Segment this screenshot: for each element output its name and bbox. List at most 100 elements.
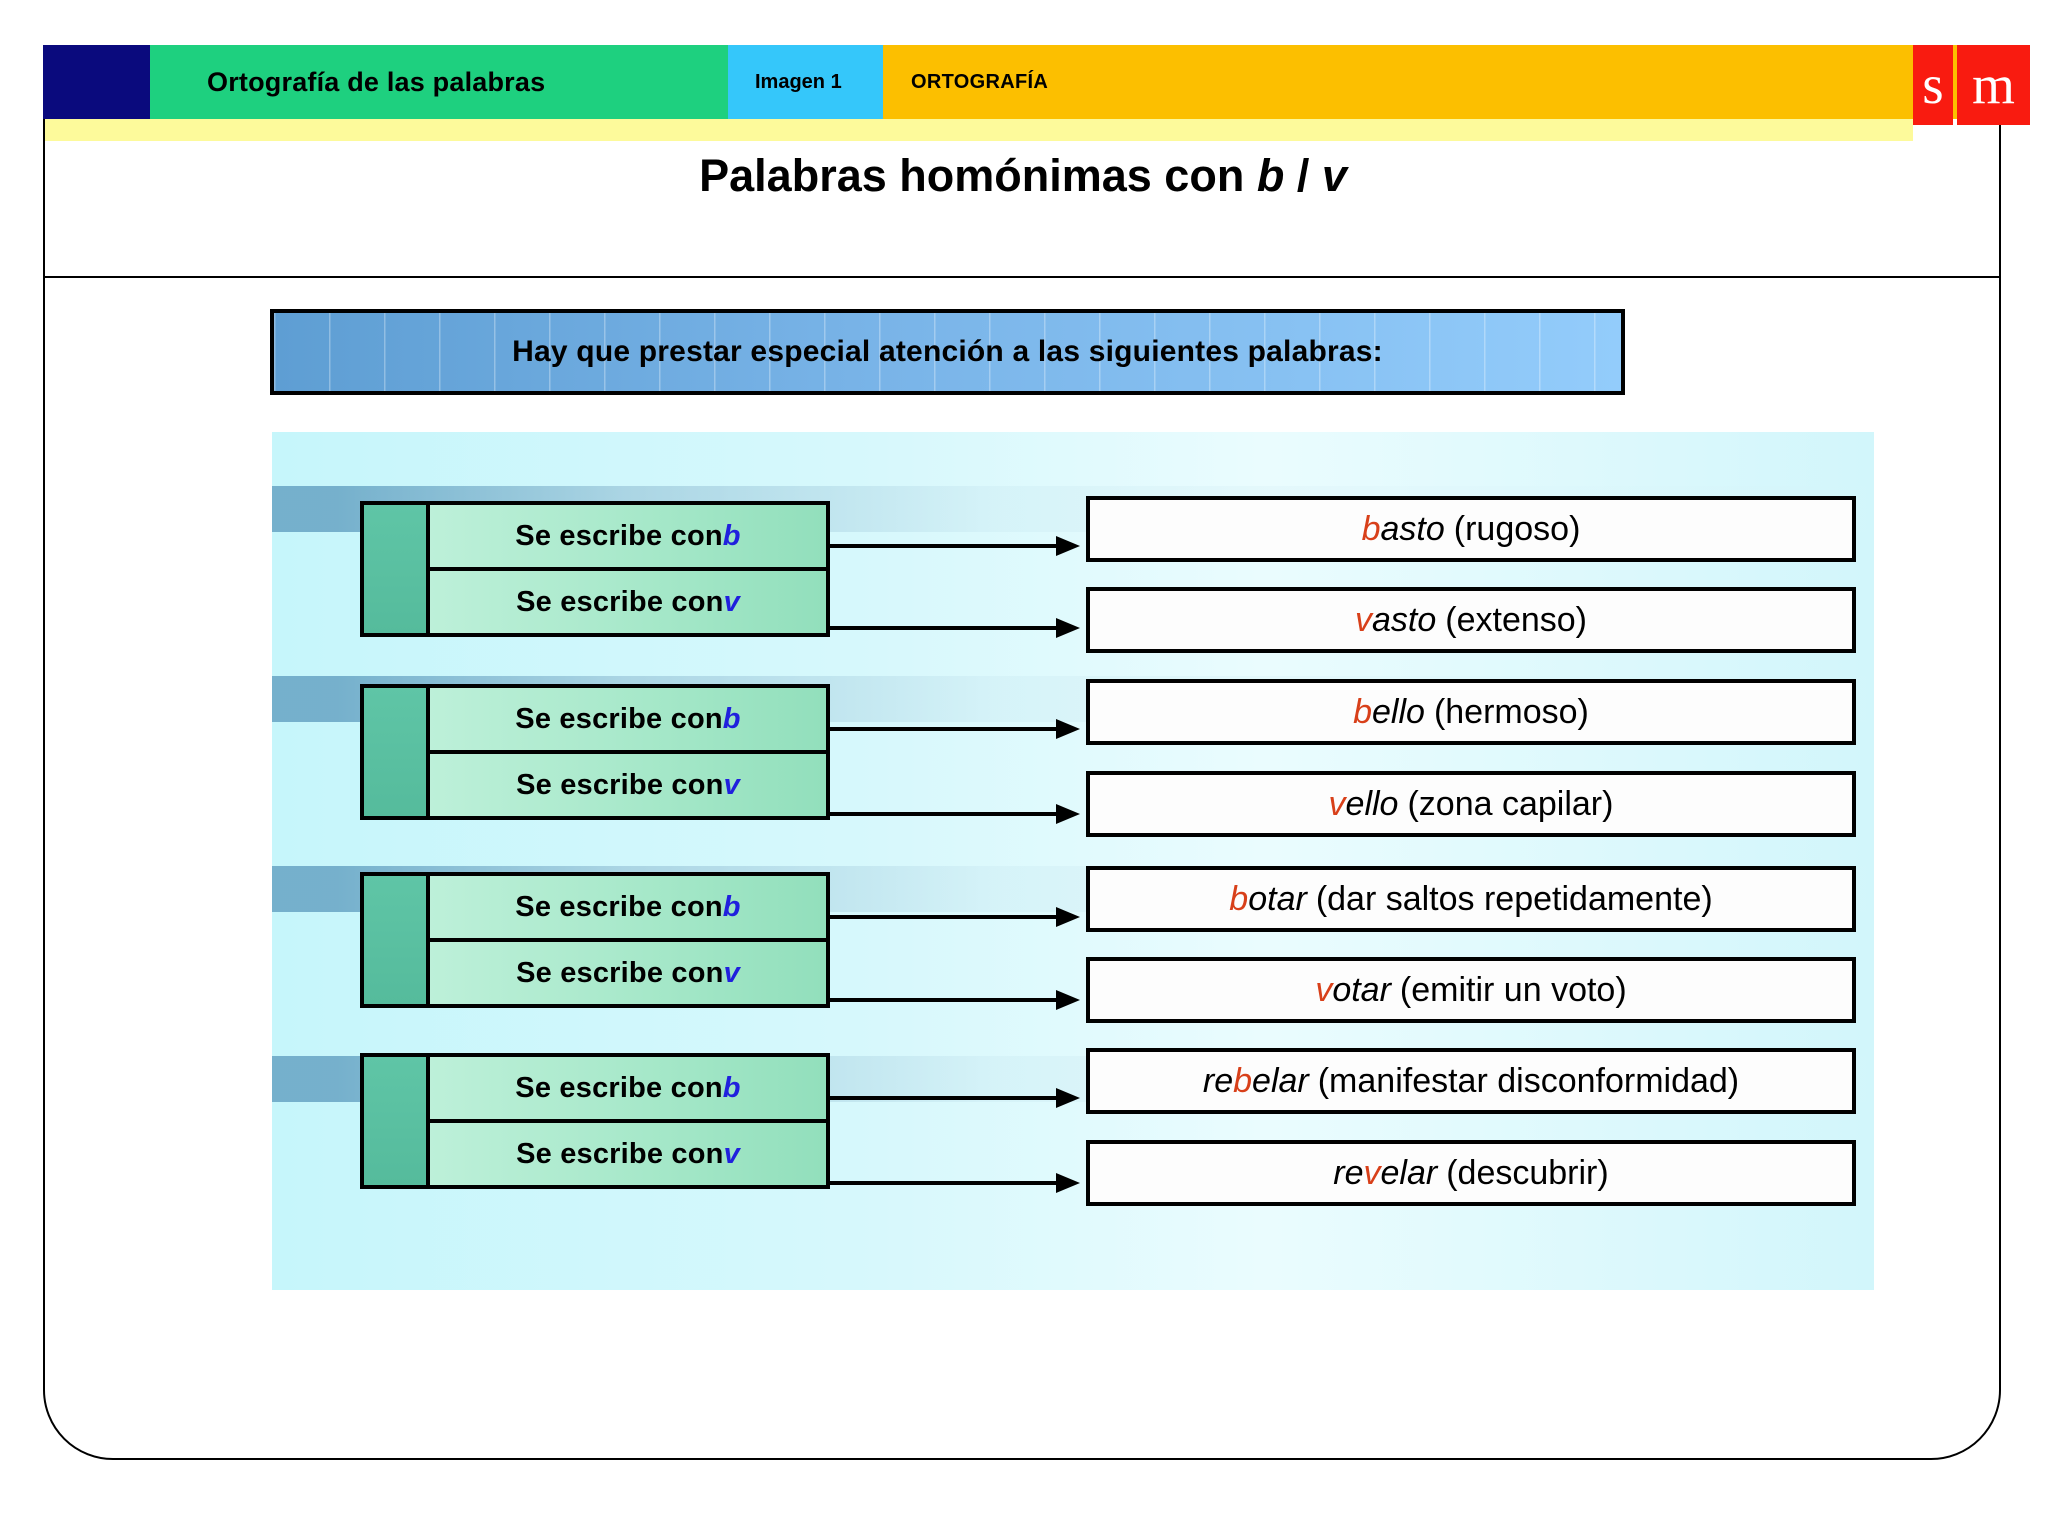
arrow-head-icon [1056,804,1080,824]
word-suffix: elar [1252,1061,1309,1100]
definition-gloss: (zona capilar) [1407,784,1614,823]
page-title: Palabras homónimas con b / v [45,150,2001,202]
arrow-head-icon [1056,719,1080,739]
connector-arrow [830,990,1080,1010]
rule-group: Se escribe con b Se escribe con v [360,872,830,1008]
group-tab [364,505,430,633]
rule-row-letter: b [722,702,741,735]
rule-row-letter: v [723,585,740,618]
arrow-shaft [830,544,1058,548]
connector-arrow [830,536,1080,556]
definition-box[interactable]: vasto (extenso) [1086,587,1856,653]
rule-row-label: Se escribe con [516,956,724,989]
rule-row[interactable]: Se escribe con v [430,750,826,816]
word-highlight-letter: b [1353,692,1373,731]
rule-row-label: Se escribe con [516,585,724,618]
header-section-label: Ortografía de las palabras [207,66,546,97]
definition-word: botar [1229,880,1307,919]
group-tab [364,876,430,1004]
arrow-shaft [830,1096,1058,1100]
connector-arrow [830,1173,1080,1193]
callout-banner: Hay que prestar especial atención a las … [270,309,1625,395]
page-title-separator: / [1284,150,1322,201]
definition-word: revelar [1333,1154,1437,1193]
header-section-block: Ortografía de las palabras [150,45,728,119]
arrow-head-icon [1056,1088,1080,1108]
title-divider [45,276,2001,278]
arrow-shaft [830,915,1058,919]
arrow-shaft [830,626,1058,630]
header-bar: Ortografía de las palabras Imagen 1 ORTO… [43,45,2001,119]
definition-gloss: (manifestar disconformidad) [1317,1061,1740,1100]
rule-row-label: Se escribe con [516,768,724,801]
definition-box[interactable]: botar (dar saltos repetidamente) [1086,866,1856,932]
rule-row[interactable]: Se escribe con v [430,567,826,633]
arrow-head-icon [1056,1173,1080,1193]
word-suffix: ello [1345,784,1399,823]
definition-gloss: (descubrir) [1446,1153,1609,1192]
page-title-letter-b: b [1256,150,1285,201]
connector-arrow [830,719,1080,739]
word-highlight-letter: v [1328,784,1346,823]
sm-logo: s m [1913,45,2030,125]
header-subject-block: ORTOGRAFÍA [883,45,2001,119]
definition-box[interactable]: rebelar (manifestar disconformidad) [1086,1048,1856,1114]
rule-row[interactable]: Se escribe con b [430,688,826,750]
rule-row-letter: v [723,768,740,801]
word-highlight-letter: b [1233,1061,1253,1100]
arrow-shaft [830,812,1058,816]
definition-box[interactable]: vello (zona capilar) [1086,771,1856,837]
page-title-letter-v: v [1321,150,1347,201]
group-tab [364,1057,430,1185]
header-image-label: Imagen 1 [755,70,842,93]
definition-gloss: (emitir un voto) [1399,970,1627,1009]
page-title-text: Palabras homónimas con [699,150,1257,201]
definition-word: rebelar [1203,1062,1309,1101]
definition-word: vasto [1355,601,1436,640]
arrow-head-icon [1056,536,1080,556]
word-suffix: otar [1332,970,1391,1009]
rule-row-letter: b [722,519,741,552]
word-suffix: ello [1372,692,1425,731]
rule-row-letter: v [723,1137,740,1170]
rule-row-label: Se escribe con [515,890,723,923]
rule-group: Se escribe con b Se escribe con v [360,684,830,820]
rule-group: Se escribe con b Se escribe con v [360,501,830,637]
arrow-shaft [830,1181,1058,1185]
definition-gloss: (rugoso) [1453,509,1581,548]
header-yellow-strip [45,119,1913,141]
rule-row-letter: v [723,956,740,989]
word-highlight-letter: b [1361,509,1381,548]
rule-row[interactable]: Se escribe con v [430,1119,826,1185]
connector-arrow [830,907,1080,927]
rule-row-letter: b [722,890,741,923]
rule-row-letter: b [722,1071,741,1104]
rule-row[interactable]: Se escribe con b [430,505,826,567]
definition-box[interactable]: revelar (descubrir) [1086,1140,1856,1206]
connector-arrow [830,1088,1080,1108]
word-prefix: re [1202,1061,1234,1100]
arrow-head-icon [1056,907,1080,927]
definition-box[interactable]: votar (emitir un voto) [1086,957,1856,1023]
connector-arrow [830,804,1080,824]
rule-row-label: Se escribe con [515,519,723,552]
arrow-head-icon [1056,618,1080,638]
word-suffix: asto [1372,600,1437,639]
rule-row-label: Se escribe con [516,1137,724,1170]
header-subject-label: ORTOGRAFÍA [911,70,1049,93]
definition-box[interactable]: basto (rugoso) [1086,496,1856,562]
rule-row[interactable]: Se escribe con b [430,876,826,938]
rule-group: Se escribe con b Se escribe con v [360,1053,830,1189]
header-image-block: Imagen 1 [728,45,883,119]
rule-row[interactable]: Se escribe con v [430,938,826,1004]
arrow-shaft [830,998,1058,1002]
definition-box[interactable]: bello (hermoso) [1086,679,1856,745]
rule-row[interactable]: Se escribe con b [430,1057,826,1119]
definition-word: vello [1329,785,1399,824]
word-prefix: re [1333,1153,1364,1192]
definition-word: basto [1362,510,1445,549]
arrow-shaft [830,727,1058,731]
rule-row-label: Se escribe con [515,702,723,735]
word-suffix: otar [1248,879,1307,918]
callout-text: Hay que prestar especial atención a las … [512,335,1383,368]
